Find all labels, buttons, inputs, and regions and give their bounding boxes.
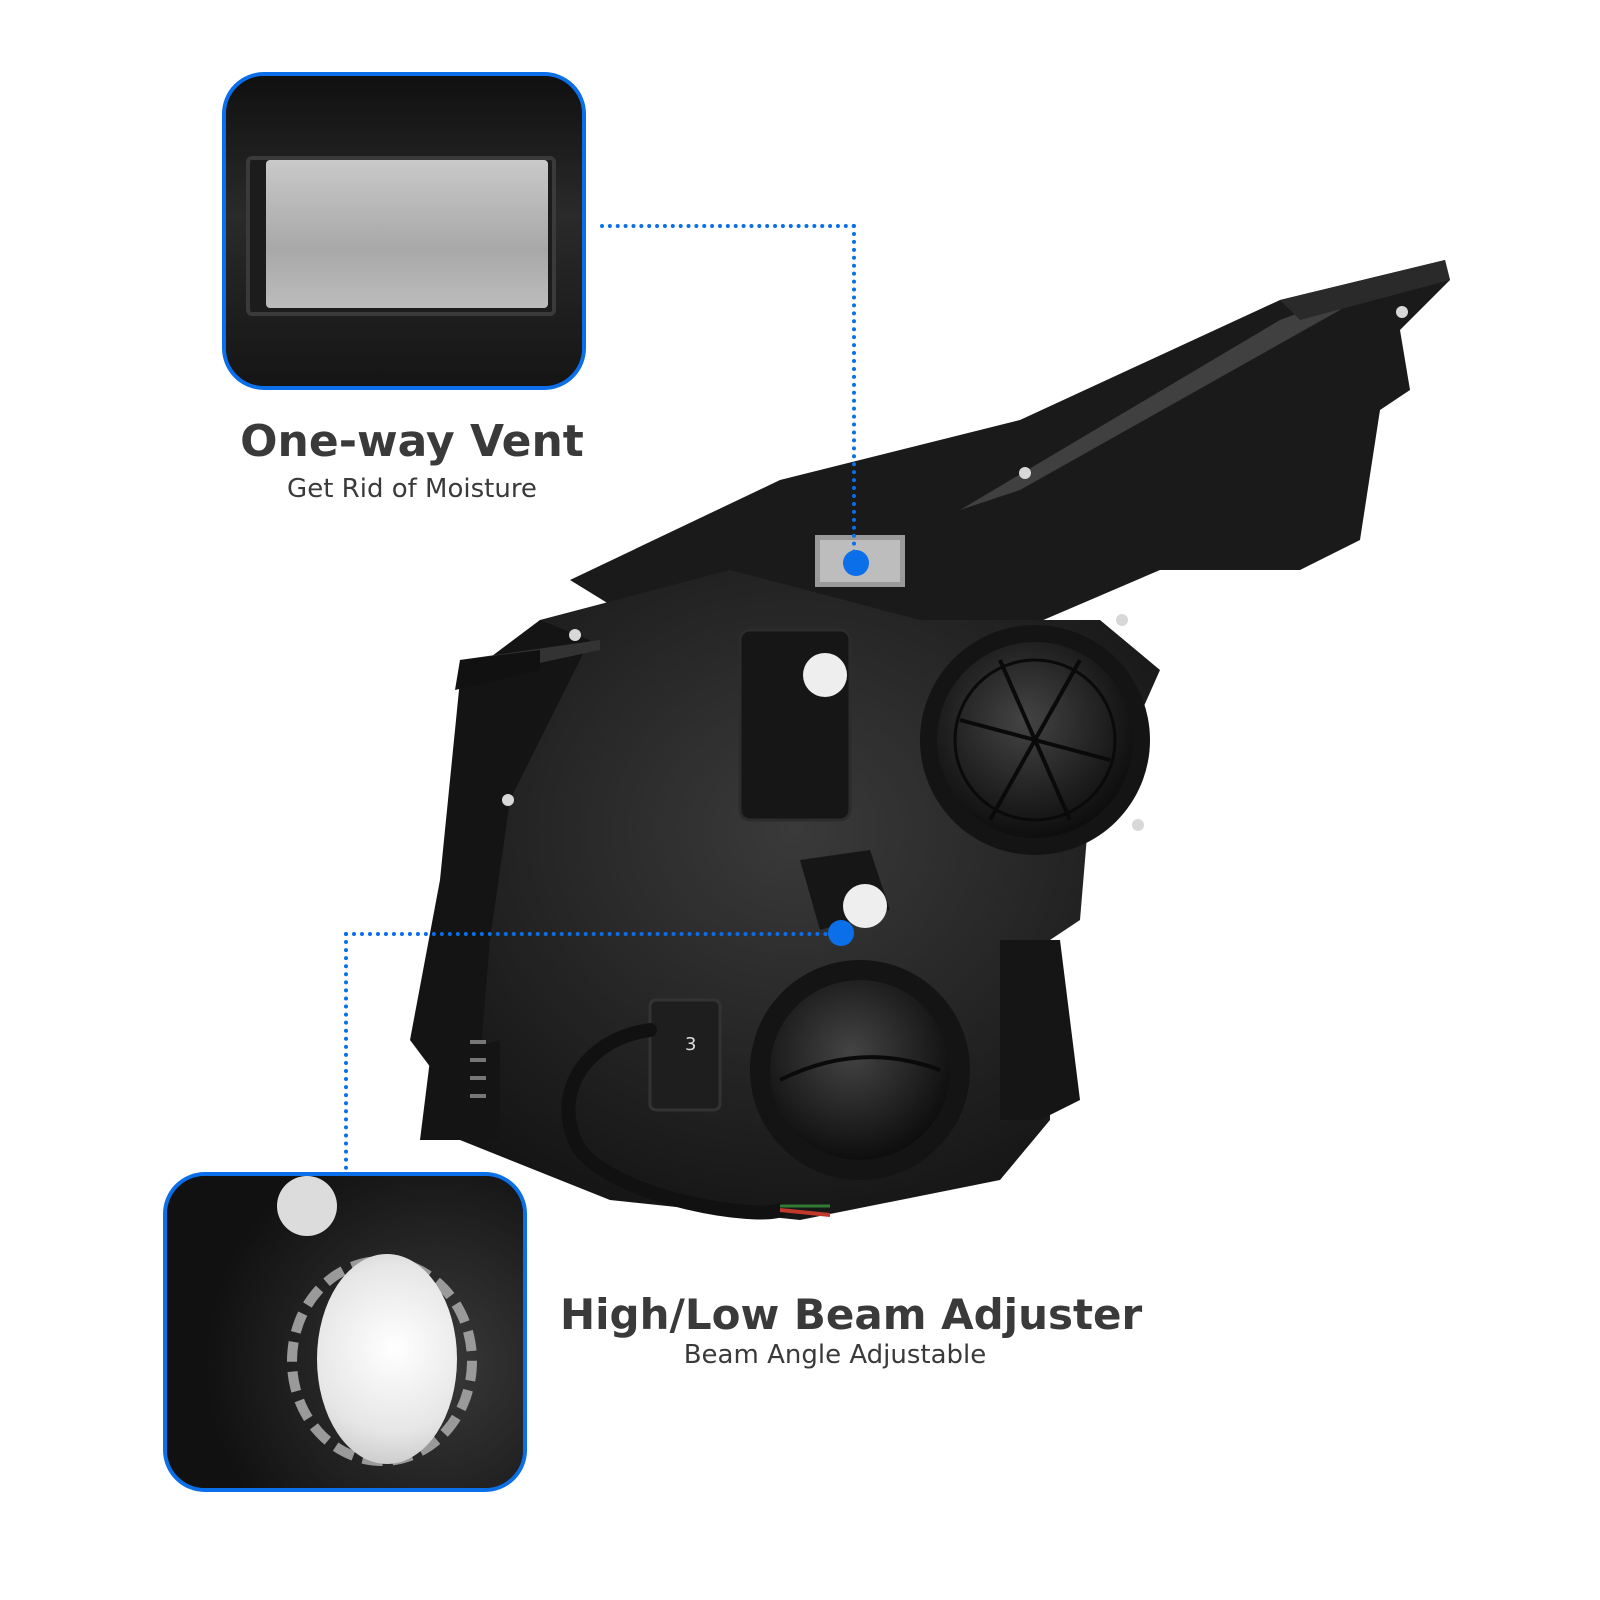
vent-callout-title: One-way Vent — [240, 416, 584, 467]
adjuster-leader-line-vertical — [344, 932, 348, 1170]
adjuster-marker-dot — [828, 920, 854, 946]
vent-callout-subtitle: Get Rid of Moisture — [287, 474, 537, 504]
adjuster-closeup-inset — [163, 1172, 527, 1492]
adjuster-leader-line-horizontal — [344, 932, 844, 936]
vent-membrane — [266, 160, 548, 308]
adjuster-callout-subtitle: Beam Angle Adjustable — [683, 1340, 987, 1370]
adjuster-callout-title: High/Low Beam Adjuster — [560, 1290, 1143, 1339]
headlight-housing-illustration: 3 — [410, 260, 1450, 1220]
vent-leader-line-vertical — [852, 224, 856, 554]
vent-closeup-inset — [222, 72, 586, 390]
adjuster-small-cap — [277, 1176, 337, 1236]
vent-marker-dot — [843, 550, 869, 576]
adjuster-gear-face — [317, 1254, 457, 1464]
headlight-product-image: 3 — [400, 240, 1480, 1260]
svg-text:3: 3 — [685, 1034, 696, 1055]
vent-leader-line-horizontal — [600, 224, 856, 228]
